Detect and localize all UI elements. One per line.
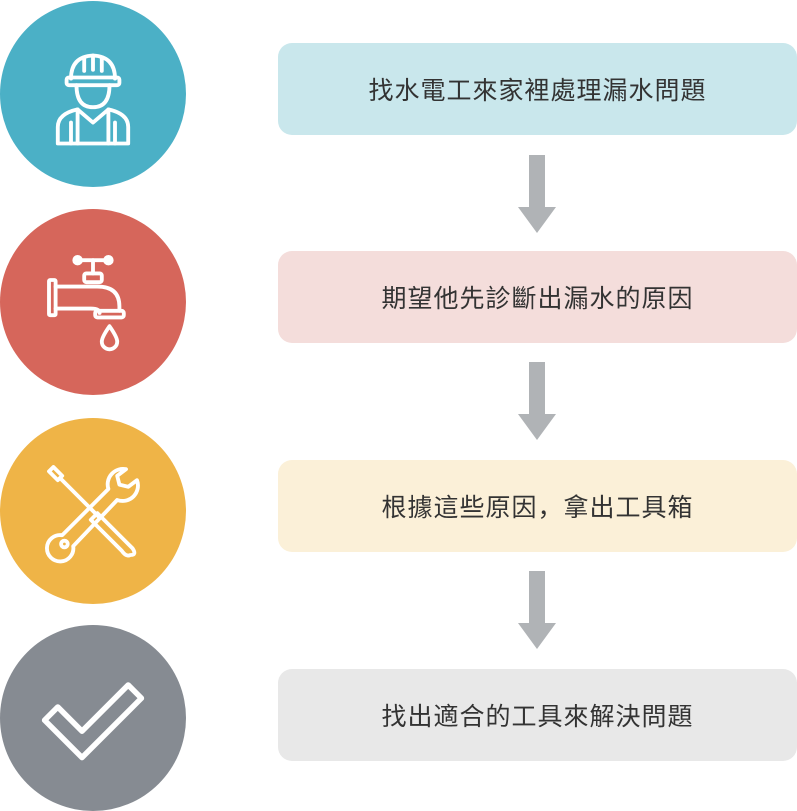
step-1-circle	[0, 1, 186, 187]
step-3-box: 根據這些原因，拿出工具箱	[278, 460, 797, 552]
faucet-drip-icon	[47, 254, 126, 352]
down-arrow-1	[518, 155, 556, 233]
step-2-text: 期望他先診斷出漏水的原因	[381, 284, 694, 313]
step-1-text: 找水電工來家裡處理漏水問題	[368, 76, 707, 105]
step-3-circle	[0, 418, 186, 604]
step-2-box: 期望他先診斷出漏水的原因	[278, 251, 797, 343]
step-4-text: 找出適合的工具來解決問題	[381, 702, 694, 731]
step-4-circle	[0, 625, 186, 811]
down-arrow-2	[518, 362, 556, 440]
step-1-box: 找水電工來家裡處理漏水問題	[278, 43, 797, 135]
step-2-circle	[0, 209, 186, 395]
step-3-text: 根據這些原因，拿出工具箱	[381, 493, 694, 522]
screwdriver-wrench-icon	[45, 465, 140, 564]
checkmark-icon	[41, 682, 145, 761]
worker-helmet-icon	[55, 53, 131, 146]
down-arrow-3	[518, 571, 556, 649]
step-4-box: 找出適合的工具來解決問題	[278, 669, 797, 761]
